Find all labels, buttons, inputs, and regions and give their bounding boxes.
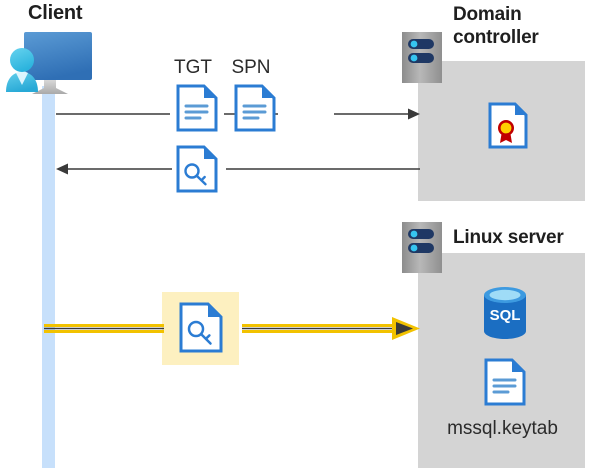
certificate-document-icon — [488, 102, 528, 149]
dc-title-line1: Domain — [453, 4, 522, 25]
service-ticket-key-document-icon — [179, 302, 223, 353]
keytab-document-icon — [484, 358, 526, 406]
spn-document-icon — [234, 84, 276, 132]
page-title-client: Client — [28, 2, 83, 24]
flow-service-ticket-arrow — [44, 316, 420, 340]
token-label-spn: SPN — [231, 57, 271, 78]
page-title-linux-server: Linux server — [453, 227, 564, 248]
sql-database-icon: SQL — [481, 285, 529, 341]
client-lifeline — [42, 86, 55, 468]
sql-database-label: SQL — [490, 307, 521, 324]
flow-response-arrow — [56, 163, 420, 175]
client-icon — [4, 26, 96, 98]
tgt-document-icon — [176, 84, 218, 132]
ticket-key-document-icon — [176, 145, 218, 193]
linux-server-server-icon — [402, 222, 442, 273]
page-title-domain-controller: Domain controller — [453, 3, 593, 49]
token-label-tgt: TGT — [174, 57, 212, 78]
keytab-file-label: mssql.keytab — [447, 418, 558, 439]
dc-title-line2: controller — [453, 27, 539, 48]
domain-controller-server-icon — [402, 32, 442, 83]
